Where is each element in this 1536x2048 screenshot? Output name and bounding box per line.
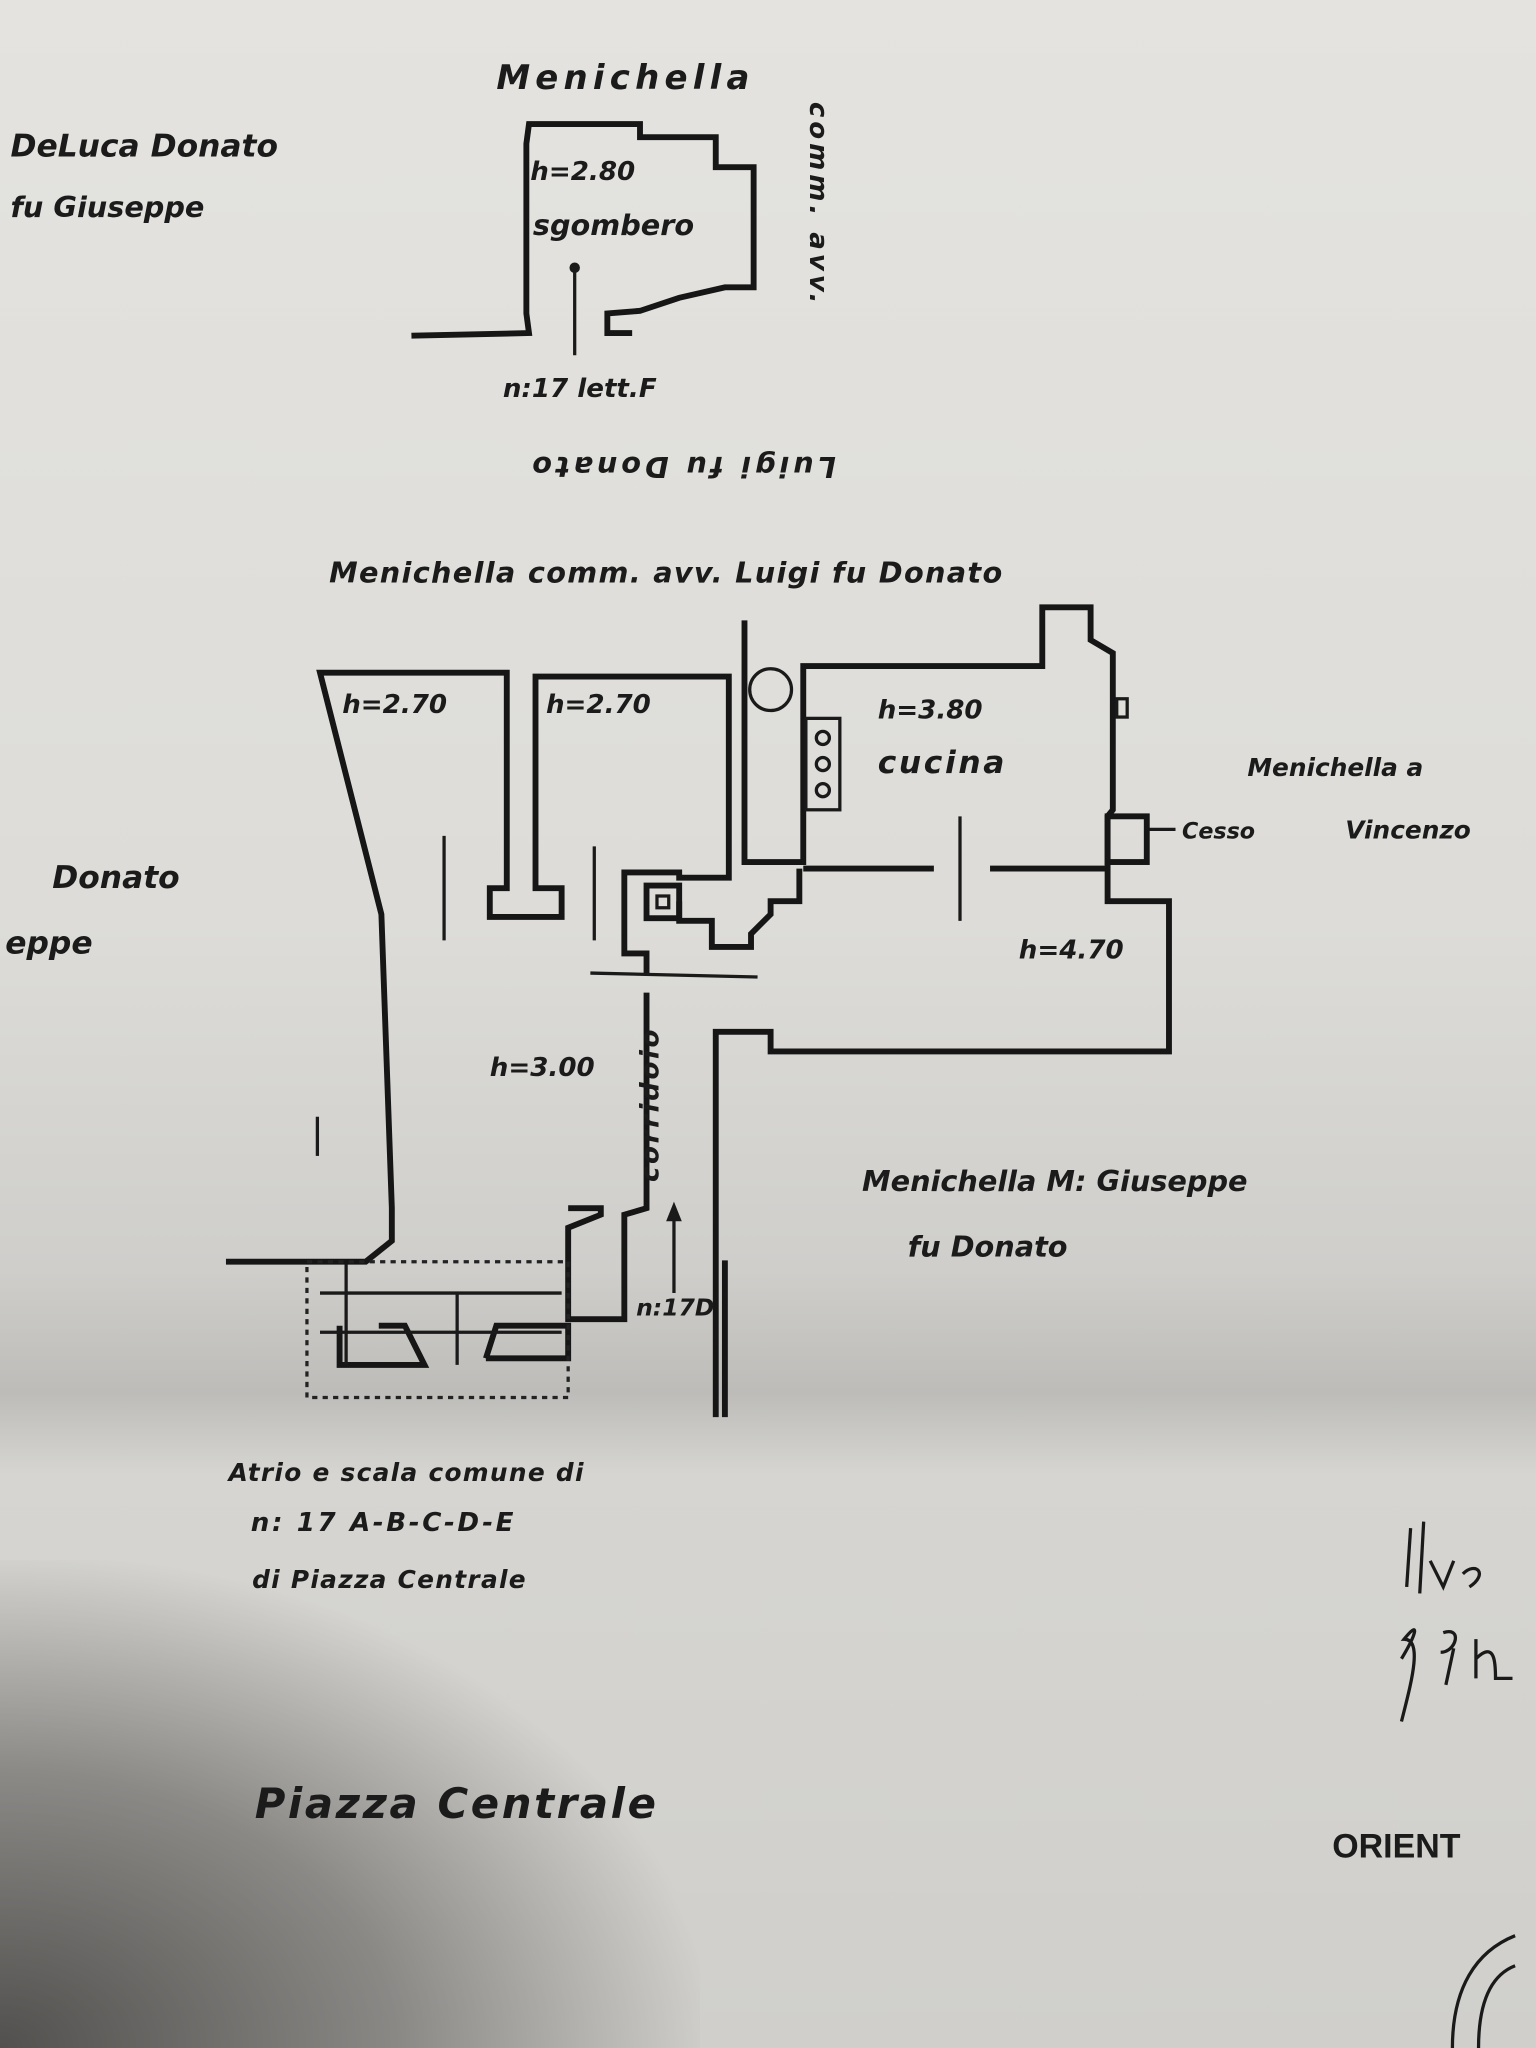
atrio-line1: Atrio e scala comune di [227, 1458, 585, 1487]
corridor-label: corridoio [635, 1027, 665, 1182]
annex-owner-label: Menichella [496, 58, 754, 98]
neighbor-left-name: Donato [52, 860, 179, 896]
main-plan: h=2.70 h=2.70 h=3.80 cucina Cesso h=4.70… [225, 604, 1255, 1418]
room-main-height-label: h=3.00 [490, 1053, 595, 1083]
annex-side-owner-vertical: comm. avv. [803, 102, 833, 307]
neighbor-left-sub: eppe [5, 925, 92, 961]
atrio-line2: n: 17 A-B-C-D-E [251, 1508, 516, 1538]
neighbor-top-left-sub: fu Giuseppe [10, 190, 204, 224]
neighbor-right-name: Menichella a [1247, 753, 1423, 782]
annex-side-owner-inverted: Luigi fu Donato [528, 450, 836, 484]
window-icon [1115, 697, 1129, 719]
neighbor-bottom-right-sub: fu Donato [908, 1229, 1068, 1263]
room2-height-label: h=2.70 [546, 690, 651, 720]
kitchen-height-label: h=3.80 [878, 695, 983, 725]
neighbor-bottom-right-name: Menichella M: Giuseppe [862, 1164, 1247, 1198]
atrio-line3: di Piazza Centrale [252, 1565, 527, 1594]
sink-icon [748, 667, 794, 713]
neighbor-top-left-name: DeLuca Donato [10, 129, 278, 165]
compass-icon [1450, 1934, 1516, 2048]
wc-icon [1104, 813, 1150, 865]
atrio-boundary [305, 1260, 570, 1400]
kitchen-label: cucina [878, 745, 1007, 781]
annex-entrance-label: n:17 lett.F [503, 374, 657, 404]
arrow-head-icon [569, 262, 580, 273]
orientation-label: ORIENT [1332, 1827, 1460, 1865]
annex-height-label: h=2.80 [530, 157, 635, 187]
main-entrance-label: n:17D [636, 1293, 714, 1321]
annex-room-label: sgombero [533, 208, 694, 242]
chimney-icon [643, 882, 683, 922]
neighbor-main-top: Menichella comm. avv. Luigi fu Donato [329, 556, 1003, 590]
street-label: Piazza Centrale [255, 1779, 659, 1828]
photo-shadow [0, 1560, 700, 2048]
room-right-height-label: h=4.70 [1019, 936, 1124, 966]
stove-icon [804, 716, 842, 812]
annex-plan: Menichella h=2.80 sgombero n:17 lett.F c… [411, 58, 836, 484]
room1-height-label: h=2.70 [342, 690, 447, 720]
neighbor-right-sub: Vincenzo [1345, 816, 1471, 845]
wc-label: Cesso [1182, 819, 1255, 845]
signature [1399, 1521, 1513, 1722]
